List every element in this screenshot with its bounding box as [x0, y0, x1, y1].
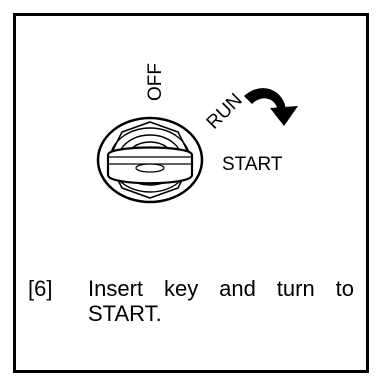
label-run: RUN [203, 90, 247, 134]
step-text: Insert key and turn to START. [88, 276, 354, 326]
step-number: [6] [28, 276, 53, 301]
ignition-key-switch-icon [96, 116, 204, 204]
ignition-switch-illustration: OFF RUN START [96, 63, 298, 204]
step-text-line-2: START. [88, 301, 162, 326]
label-off: OFF [145, 63, 166, 101]
label-start: START [222, 154, 283, 175]
step-text-line-1: Insert key and turn to [88, 276, 354, 301]
clockwise-turn-arrow-icon [244, 88, 298, 126]
instruction-panel [13, 13, 369, 373]
